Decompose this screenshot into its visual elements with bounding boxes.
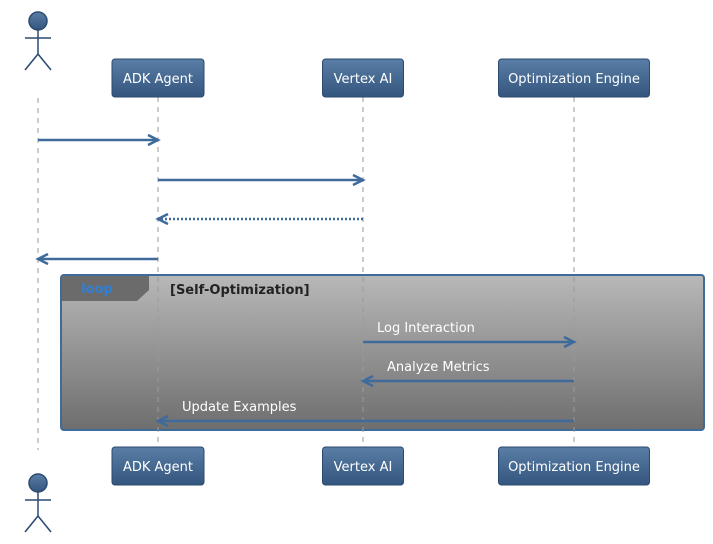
actor-head bbox=[28, 473, 48, 493]
message-arrow bbox=[155, 212, 363, 226]
loop-frame-tab bbox=[62, 276, 149, 301]
actor-leg-left bbox=[24, 515, 39, 533]
participant-opt-bottom: Optimization Engine bbox=[498, 446, 650, 486]
participant-box bbox=[498, 446, 650, 486]
actor-leg-right bbox=[37, 53, 52, 71]
lifelines bbox=[37, 97, 575, 450]
message-arrow bbox=[158, 173, 366, 187]
participant-box bbox=[322, 446, 404, 486]
actor-bottom bbox=[24, 473, 52, 533]
message-arrowhead bbox=[360, 374, 374, 388]
message-arrow: Log Interaction bbox=[363, 321, 577, 349]
participant-vertex-bottom: Vertex AI bbox=[322, 446, 404, 486]
message-arrowhead bbox=[563, 335, 577, 349]
message-arrow: Update Examples bbox=[155, 400, 574, 428]
loop-title: [Self-Optimization] bbox=[170, 283, 310, 298]
loop-frame-box bbox=[60, 274, 705, 431]
message-label: Update Examples bbox=[182, 400, 297, 415]
participant-box bbox=[322, 58, 404, 98]
actor-head bbox=[28, 11, 48, 31]
message-arrowhead bbox=[155, 212, 169, 226]
participant-label: Vertex AI bbox=[334, 460, 393, 475]
loop-keyword: loop bbox=[81, 282, 113, 297]
participant-label: Vertex AI bbox=[334, 72, 393, 87]
participant-adk-top: ADK Agent bbox=[111, 58, 205, 98]
participant-label: Optimization Engine bbox=[508, 460, 640, 475]
participant-box bbox=[111, 446, 205, 486]
message-label: Log Interaction bbox=[377, 321, 475, 336]
message-arrow: Analyze Metrics bbox=[360, 360, 574, 388]
message-arrow bbox=[35, 252, 158, 266]
message-arrowhead bbox=[352, 173, 366, 187]
actor-leg-left bbox=[24, 53, 39, 71]
participant-box bbox=[498, 58, 650, 98]
actor-leg-right bbox=[37, 515, 52, 533]
participant-adk-bottom: ADK Agent bbox=[111, 446, 205, 486]
participant-opt-top: Optimization Engine bbox=[498, 58, 650, 98]
participant-label: Optimization Engine bbox=[508, 72, 640, 87]
message-arrowhead bbox=[155, 414, 169, 428]
actor-top bbox=[24, 11, 52, 71]
participant-vertex-top: Vertex AI bbox=[322, 58, 404, 98]
message-label: Analyze Metrics bbox=[387, 360, 490, 375]
message-arrowhead bbox=[35, 252, 49, 266]
message-arrow bbox=[38, 133, 161, 147]
message-arrowhead bbox=[147, 133, 161, 147]
participant-label: ADK Agent bbox=[123, 460, 193, 475]
loop-frame: loop [Self-Optimization] bbox=[60, 274, 705, 431]
participant-box bbox=[111, 58, 205, 98]
participant-label: ADK Agent bbox=[123, 72, 193, 87]
